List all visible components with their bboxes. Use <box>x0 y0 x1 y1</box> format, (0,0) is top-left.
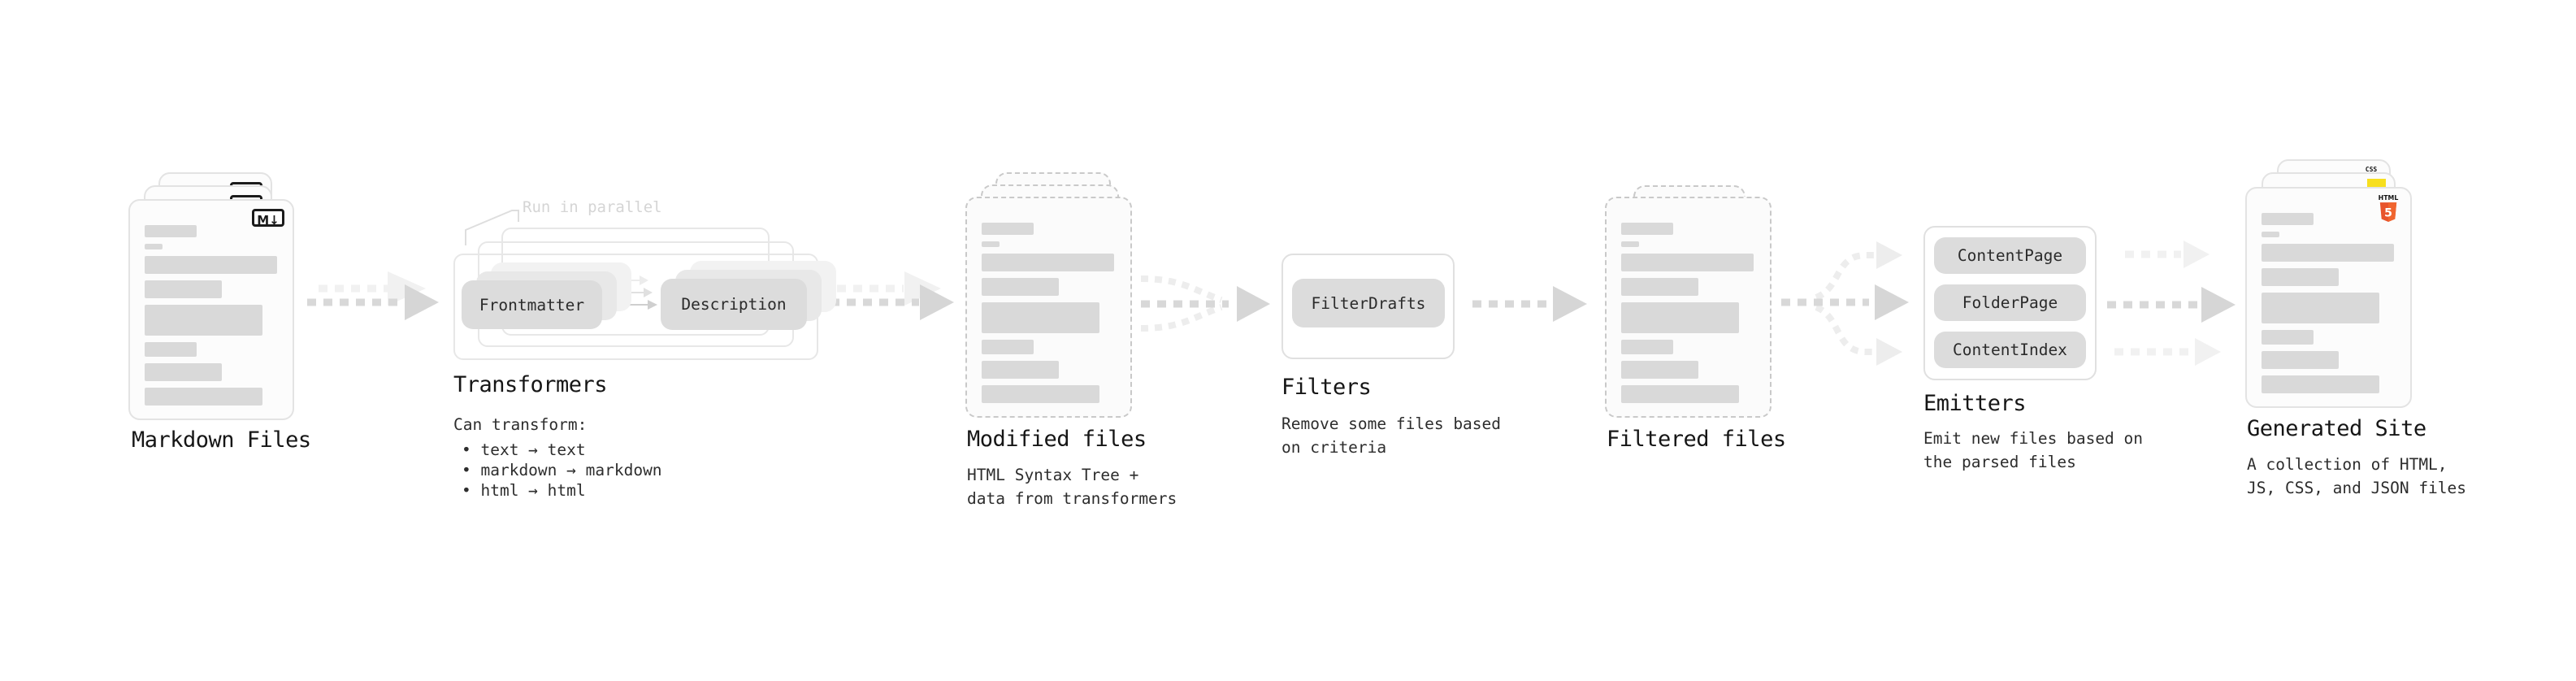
arrow-markdown-to-transformers <box>307 271 439 320</box>
transformers-label: Transformers <box>453 372 608 397</box>
markdown-file-card-front: M↓ <box>128 199 294 420</box>
html5-icon: HTML 5 <box>2379 194 2399 223</box>
frontmatter-pill: Frontmatter <box>462 280 602 329</box>
document-placeholder-lines <box>2262 213 2396 393</box>
contentpage-pill: ContentPage <box>1934 237 2086 274</box>
document-placeholder-lines <box>1621 223 1755 403</box>
modified-files-description: HTML Syntax Tree + data from transformer… <box>967 466 1177 508</box>
document-placeholder-lines <box>982 223 1116 403</box>
transformers-description: Can transform: text → text markdown → ma… <box>453 413 662 501</box>
filterdrafts-pill: FilterDrafts <box>1292 279 1445 327</box>
stage-generated-site: CSS HTML 5 Generated Site A collection o… <box>2245 159 2466 501</box>
stage-transformers: Run in parallel Frontmatter Description … <box>453 187 836 504</box>
arrow-filters-to-filtered <box>1472 286 1587 322</box>
arrow-transformers-to-modified <box>830 271 954 320</box>
filtered-file-card-front <box>1605 197 1772 418</box>
run-in-parallel-note: Run in parallel <box>523 198 662 216</box>
document-placeholder-lines <box>145 225 278 406</box>
stage-markdown-files: M↓ M↓ M↓ Markdown Files <box>128 172 311 465</box>
stage-filters: FilterDrafts Filters Remove some files b… <box>1281 254 1501 481</box>
generated-site-description: A collection of HTML, JS, CSS, and JSON … <box>2247 455 2467 497</box>
markdown-icon: M↓ <box>252 209 284 228</box>
transformers-desc-title: Can transform: <box>453 415 588 434</box>
html-file-card: HTML 5 <box>2245 187 2412 408</box>
transform-item: text → text <box>462 440 662 460</box>
filtered-files-label: Filtered files <box>1607 427 1786 452</box>
stage-emitters: ContentPage FolderPage ContentIndex Emit… <box>1923 226 2143 486</box>
modified-files-label: Modified files <box>967 427 1147 452</box>
folderpage-pill: FolderPage <box>1934 284 2086 321</box>
arrow-emitters-to-generated <box>2107 241 2236 366</box>
transform-list: text → text markdown → markdown html → h… <box>453 440 662 501</box>
transform-item: markdown → markdown <box>462 460 661 480</box>
svg-text:5: 5 <box>2384 206 2392 219</box>
stage-filtered-files: Filtered files <box>1605 185 1786 478</box>
svg-text:HTML: HTML <box>2379 194 2399 202</box>
description-pill: Description <box>661 279 807 330</box>
markdown-files-label: Markdown Files <box>132 427 311 453</box>
transform-item: html → html <box>462 480 662 501</box>
arrow-modified-to-filters <box>1140 275 1270 332</box>
modified-file-card-front <box>965 197 1132 418</box>
callout-line <box>465 210 519 245</box>
filters-label: Filters <box>1281 375 1372 400</box>
filters-description: Remove some files based on criteria <box>1281 414 1502 457</box>
generated-site-label: Generated Site <box>2247 416 2426 441</box>
emitters-description: Emit new files based on the parsed files <box>1923 429 2144 471</box>
arrow-filtered-to-emitters <box>1781 241 1909 366</box>
contentindex-pill: ContentIndex <box>1934 332 2086 368</box>
stage-modified-files: Modified files HTML Syntax Tree + data f… <box>965 172 1177 514</box>
emitters-label: Emitters <box>1923 391 2027 416</box>
